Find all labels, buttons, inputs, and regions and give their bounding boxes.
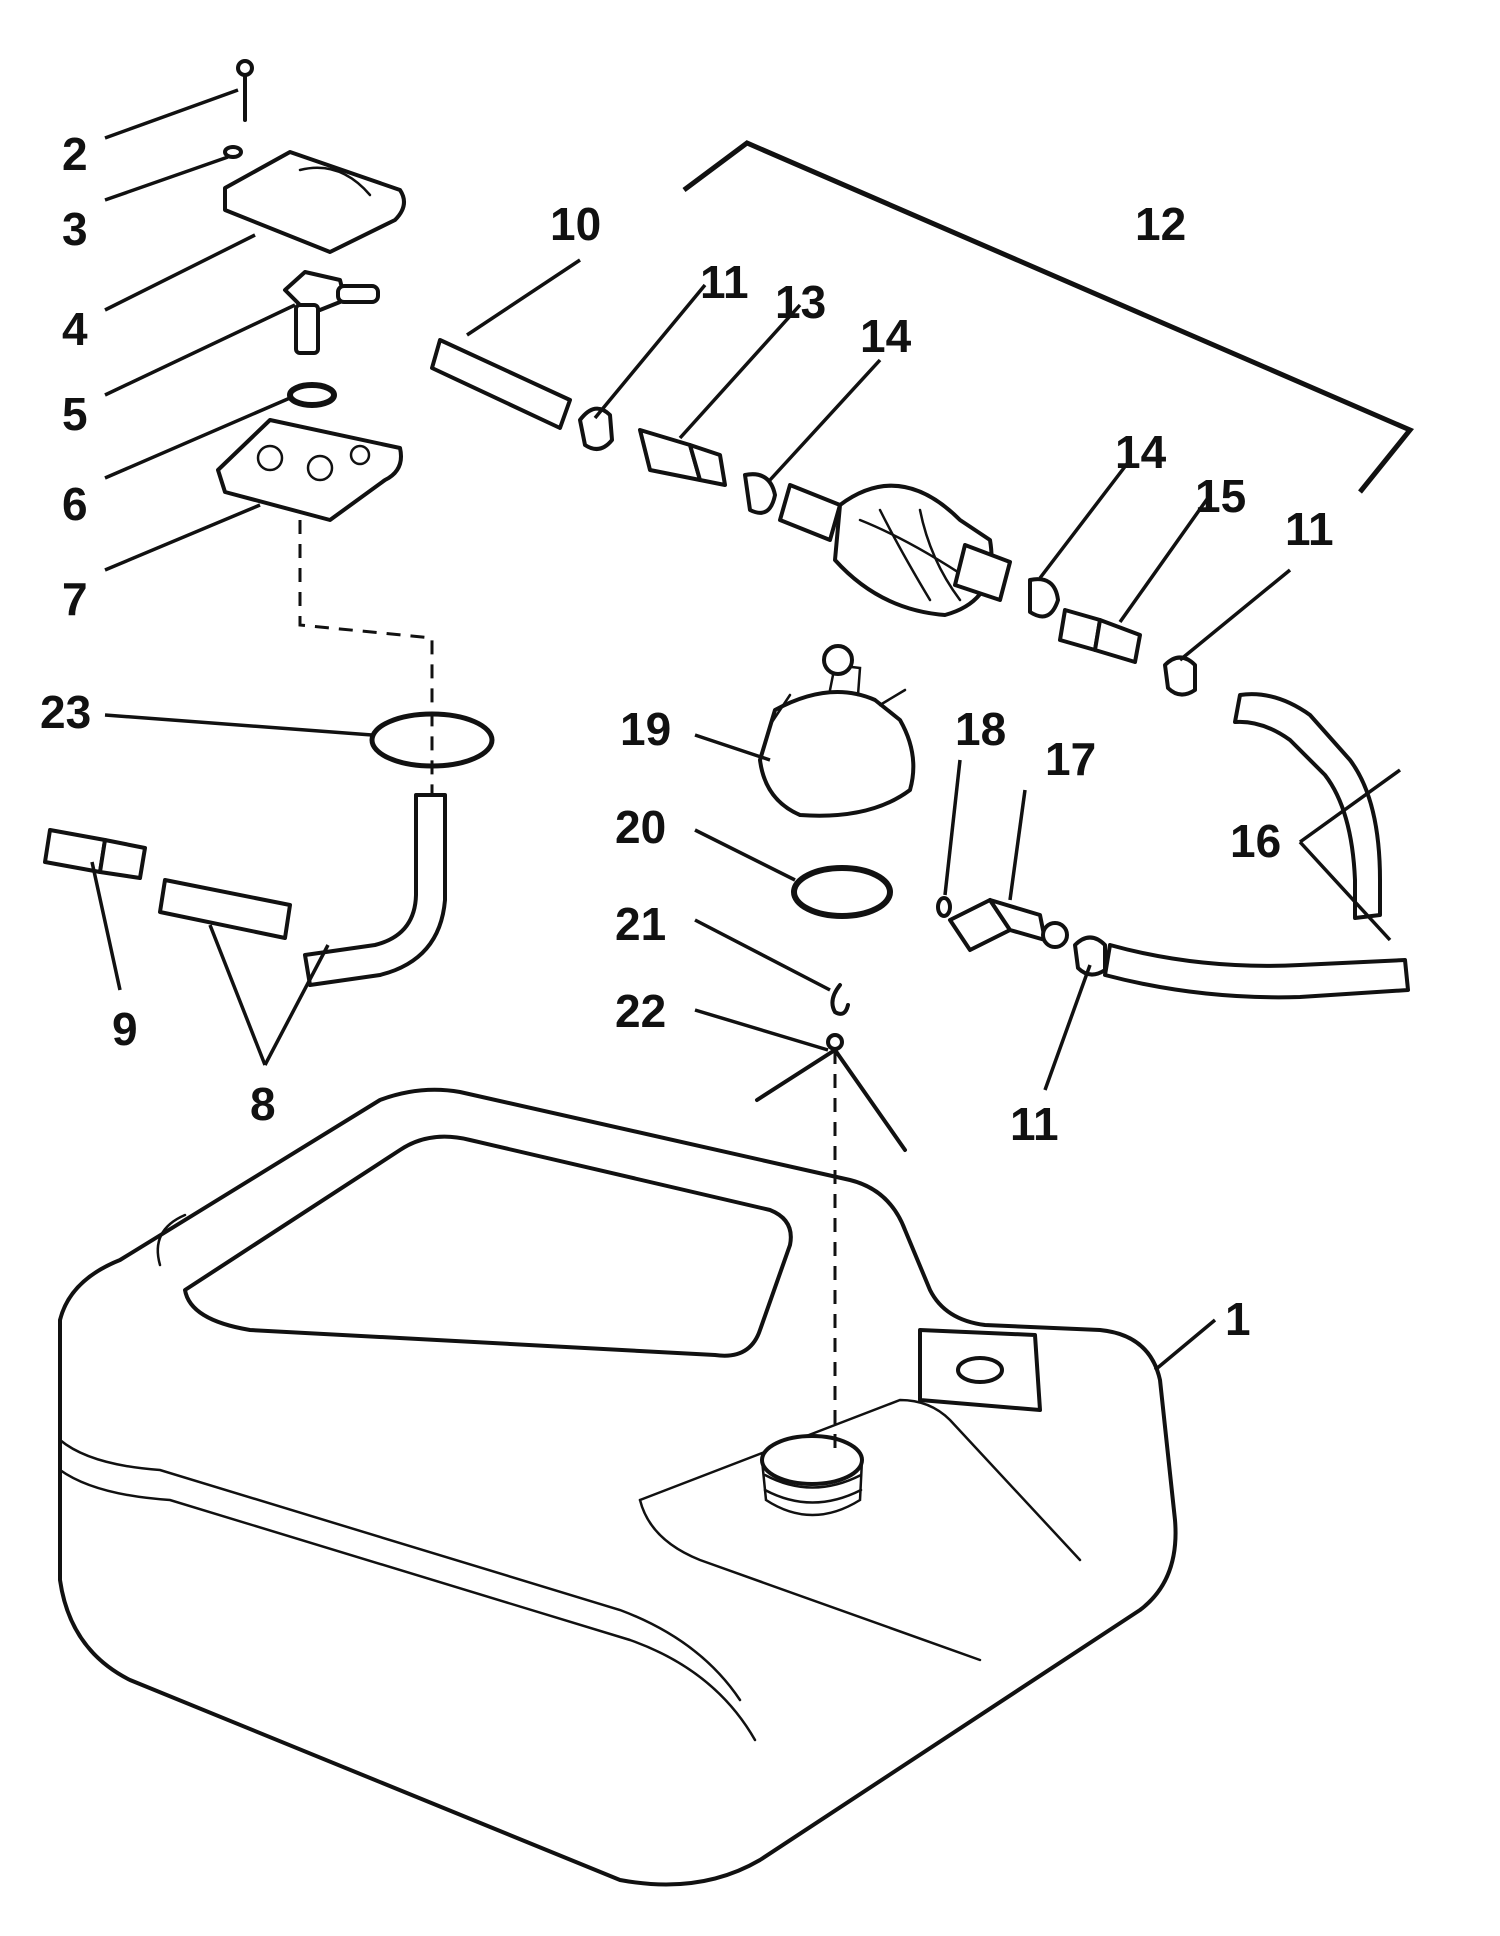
callout-11-bottom: 11 xyxy=(1010,1098,1059,1150)
pickup-tube-and-filter xyxy=(43,793,447,987)
callout-3: 3 xyxy=(62,203,88,255)
callout-9: 9 xyxy=(112,1003,138,1055)
callout-22: 22 xyxy=(615,985,666,1037)
callout-14-left: 14 xyxy=(860,310,912,362)
callout-2: 2 xyxy=(62,128,88,180)
fuel-gauge-assembly xyxy=(216,59,406,522)
filler-cap-assembly xyxy=(755,644,916,1152)
callout-10: 10 xyxy=(550,198,601,250)
callout-21: 21 xyxy=(615,898,666,950)
callout-5: 5 xyxy=(62,388,88,440)
callout-18: 18 xyxy=(955,703,1006,755)
callout-23: 23 xyxy=(40,686,91,738)
callout-20: 20 xyxy=(615,801,666,853)
callout-labels: 2 3 4 5 6 7 23 9 8 10 11 13 14 12 14 15 … xyxy=(40,128,1334,1345)
callout-11-top: 11 xyxy=(700,256,749,308)
callout-6: 6 xyxy=(62,478,88,530)
callout-16: 16 xyxy=(1230,815,1281,867)
leader-lines xyxy=(90,88,1402,1372)
callout-13: 13 xyxy=(775,276,826,328)
primer-bulb-assembly xyxy=(430,338,1410,1000)
callout-1: 1 xyxy=(1225,1293,1251,1345)
fuel-tank xyxy=(58,1087,1178,1887)
callout-15: 15 xyxy=(1195,470,1246,522)
callout-12: 12 xyxy=(1135,198,1186,250)
callout-11-right: 11 xyxy=(1285,503,1334,555)
callout-17: 17 xyxy=(1045,733,1096,785)
callout-8: 8 xyxy=(250,1078,276,1130)
callout-14-right: 14 xyxy=(1115,426,1167,478)
callout-7: 7 xyxy=(62,573,88,625)
callout-4: 4 xyxy=(62,303,88,355)
outlet-fitting xyxy=(936,896,1107,977)
callout-19: 19 xyxy=(620,703,671,755)
